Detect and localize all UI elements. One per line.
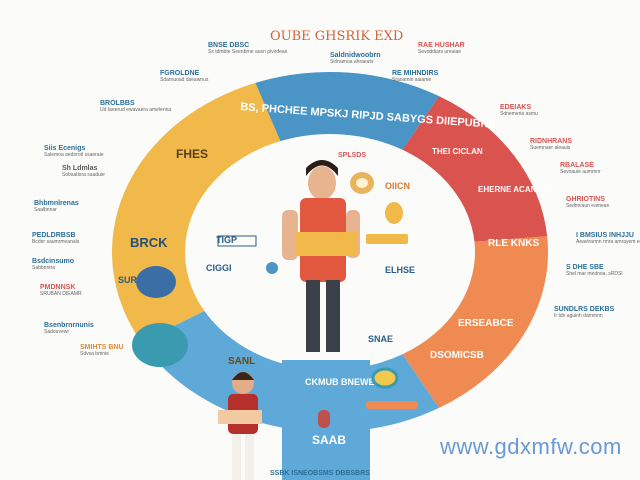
callout-heading: RE MIHNDIRS — [392, 70, 439, 77]
callout-heading: GHRIOTINS — [566, 196, 605, 203]
callout-heading: Siis Ecenigs — [44, 145, 86, 152]
callout-heading: SUNDLRS DEKBS — [554, 306, 615, 313]
ring-label-right-2: EHERNE ACANLAS — [478, 185, 553, 194]
callout-text: Suemnaer aleauis — [530, 144, 571, 151]
ring-label-left-1: FHES — [176, 147, 209, 161]
ring-label-left-2: BRCK — [130, 235, 168, 250]
segment-yellow — [111, 82, 281, 342]
callout-text: Ir tdn aguinh dammnn — [554, 312, 603, 319]
inner-label: ELHSE — [385, 265, 416, 275]
callout-text: Sabbnntra — [32, 264, 56, 271]
segment-blue-top — [255, 72, 439, 150]
ring-label-right-3: RLE KNKS — [488, 238, 540, 249]
callout-heading: PEDLDRBSB — [32, 232, 76, 239]
callout-heading: BNSE DBSC — [208, 42, 250, 49]
inner-label: TIGP — [216, 235, 238, 245]
callout-heading: Sh Ldmlas — [62, 165, 98, 172]
callout-text: Sadouvewr — [44, 328, 70, 335]
callout-text: Sevoddiars ureuiae — [418, 48, 462, 55]
ring-label-bottom-1: CKMUB BNEWE — [305, 377, 375, 387]
callout: SSBK ISNEOBSMS DBBSBRS — [270, 470, 370, 478]
callout-text: Saalbnnar — [34, 206, 57, 213]
callout-text: Ud taeerud ewavaera amelenna — [100, 106, 172, 113]
callout-heading: Bhbmnlrenas — [34, 200, 79, 207]
inner-label: CIGGI — [206, 263, 232, 273]
callout-heading: Saldnidwoobrn — [330, 52, 381, 59]
callout-heading: BROLBBS — [100, 100, 135, 107]
callout-text: Sedmvaun eamean — [566, 202, 610, 209]
ring-label-left-3: SURGES — [118, 275, 157, 285]
ring-label-right-4: ERSEABCE — [458, 318, 514, 329]
inner-label: SNAE — [368, 334, 394, 344]
callout-text: Shel mar mednoa, sRDSI — [566, 270, 623, 277]
callout-text: Sirlnamoa ahraeats — [330, 58, 374, 65]
ring-label-bottom-2: SANL — [228, 356, 256, 367]
callout-text: SRUBAN DIEAMR — [40, 290, 82, 297]
callout-heading: S DHE SBE — [566, 264, 604, 271]
segment-orange — [402, 236, 548, 408]
callout-text: Aeavirarmn rmra amrayem edu — [576, 238, 640, 245]
ring-label-right-1: THEI CICLAN — [432, 147, 483, 156]
ring-label-bottom-3: SAAB — [312, 433, 347, 447]
inner-label: OIICN — [385, 181, 411, 191]
callout-text: Sevoauie aummnr — [560, 168, 601, 175]
callout-heading: RAE HUSHAR — [418, 42, 465, 49]
callout-text: Sdvsa bmnie — [80, 350, 109, 357]
callout-heading: RBALASE — [560, 162, 594, 169]
callout-text: Bcdnr saumrmeanals — [32, 238, 80, 245]
segment-red — [402, 96, 548, 242]
inner-label: SPLSDS — [338, 152, 367, 159]
callout-text: Ss tdmbte Seenbrne ausn plvirdeas — [208, 48, 288, 55]
callout-text: Sobsatiora saaduie — [62, 171, 105, 178]
diagram-title: OUBE GHSRIK EXD — [270, 29, 404, 44]
callout-text: Sraoamin aiaame — [392, 76, 432, 83]
callout-heading: Bsenbrnrnunis — [44, 322, 94, 329]
callout-heading: EDEIAKS — [500, 104, 532, 111]
callout-heading: SSBK ISNEOBSMS DBBSBRS — [270, 470, 370, 477]
callout-text: Sdnemena asmu — [500, 110, 538, 117]
callout-heading: PMDNNSK — [40, 284, 76, 291]
callout-heading: SMIHTS BNU — [80, 344, 124, 351]
watermark: www.gdxmfw.com — [440, 434, 622, 459]
callout-heading: Bsdcinsumo — [32, 258, 75, 265]
callout-heading: I BMSIUS INHJJU — [576, 232, 634, 239]
ring-label-bottom-4: DSOMICSB — [430, 350, 484, 361]
callout-heading: RIDNHRANS — [530, 138, 572, 145]
callout-heading: FGROLDNE — [160, 70, 200, 77]
callout-text: Salemoa aednrotl ssaeraie — [44, 151, 104, 158]
callout-text: Sdarnuoad dseawnus — [160, 76, 209, 83]
